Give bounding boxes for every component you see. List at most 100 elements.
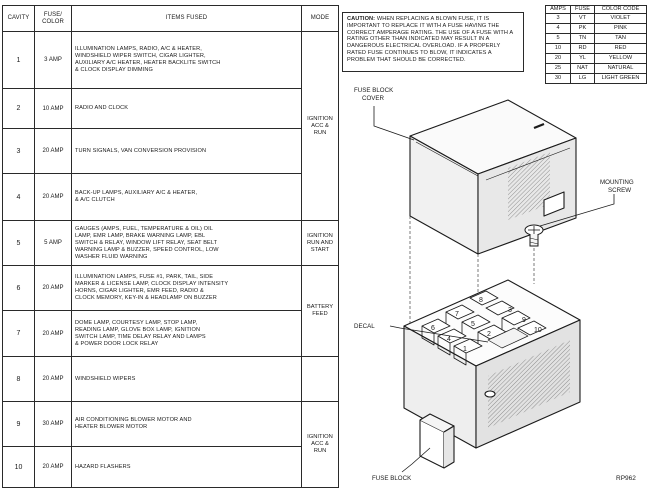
table-row: 2 10 AMP RADIO AND CLOCK [2,88,339,129]
color-name: RED [594,43,647,54]
items-fused: ILLUMINATION LAMPS, FUSE #1, PARK, TAIL,… [71,265,302,311]
reference-code: RP962 [616,475,636,482]
fuse-cavity-table: CAVITY FUSE/ COLOR ITEMS FUSED MODE 1 3 … [2,5,339,488]
table-row: 5 5 AMP GAUGES (AMPS, FUEL, TEMPERATURE … [2,220,339,266]
mode-line: IGNITION [307,434,333,440]
items-line: BACK-UP LAMPS, AUXILIARY A/C & HEATER, [75,190,198,196]
table-row: 3 VT VIOLET [545,13,647,24]
items-line: TURN SIGNALS, VAN CONVERSION PROVISION [75,147,207,154]
items-fused: DOME LAMP, COURTESY LAMP, STOP LAMP, REA… [71,310,302,357]
fuse-block-exploded-diagram: 6 4 1 7 5 2 8 3 9 10 FUSE BLOCK COVER MO… [354,87,636,482]
cavity-label: 5 [471,321,475,328]
items-line: HAZARD FLASHERS [75,463,131,470]
items-line: AUXILIARY A/C HEATER, HEATER BACKLITE SW… [75,60,221,66]
fuse-code: RD [570,43,595,54]
items-fused: AIR CONDITIONING BLOWER MOTOR AND HEATER… [71,401,302,447]
fuse-code: VT [570,13,595,24]
table-row: 7 20 AMP DOME LAMP, COURTESY LAMP, STOP … [2,310,339,357]
mode-line: FEED [312,311,328,317]
fuse-block-cover-drawing [409,99,577,255]
table-row: 4 PK PINK [545,23,647,34]
mode-line: BATTERY [306,304,334,310]
mode-battery-feed: BATTERY FEED [301,265,339,357]
items-line: SWITCH LAMP, TIME DELAY RELAY AND LAMPS [75,333,206,340]
table-row: 6 20 AMP ILLUMINATION LAMPS, FUSE #1, PA… [2,265,339,357]
fuse-table-header-row: CAVITY FUSE/ COLOR ITEMS FUSED MODE [2,5,339,32]
color-name: YELLOW [594,53,647,64]
cavity-number: 2 [2,88,35,129]
fuse-rating: 20 AMP [34,173,72,221]
table-row: 5 TN TAN [545,33,647,44]
cavity-number: 5 [2,220,35,266]
amps-value: 10 [545,43,571,54]
header-fuse: FUSE [570,5,595,14]
cavity-label: 10 [534,327,542,334]
cavity-number: 10 [2,446,35,488]
mode-empty [301,356,339,402]
caution-text: WHEN REPLACING A BLOWN FUSE, IT IS IMPOR… [347,16,513,63]
items-fused: BACK-UP LAMPS, AUXILIARY A/C & HEATER, &… [71,173,302,221]
mode-ignition-acc-run-2: IGNITION ACC & RUN [301,401,339,488]
items-fused: RADIO AND CLOCK [71,88,302,129]
color-name: VIOLET [594,13,647,24]
mode-line: RUN AND [306,239,334,246]
items-line: MARKER & LICENSE LAMP, CLOCK DISPLAY INT… [75,281,229,287]
cavity-number: 4 [2,173,35,221]
table-row: 10 20 AMP HAZARD FLASHERS [2,446,339,488]
items-line: CLOCK MEMORY, KEY-IN & HEADLAMP ON BUZZE… [75,295,217,301]
items-line: ILLUMINATION LAMPS, RADIO, A/C & HEATER, [75,46,202,52]
fuse-rating: 10 AMP [34,88,72,129]
fuse-code: YL [570,53,595,64]
cavity-label: 9 [522,317,526,324]
table-row: 1 3 AMP ILLUMINATION LAMPS, RADIO, A/C &… [2,31,339,221]
header-fuse-line-2: COLOR [42,18,64,25]
amps-value: 20 [545,53,571,64]
cavity-number: 3 [2,128,35,174]
items-line: AIR CONDITIONING BLOWER MOTOR AND [75,417,192,423]
header-color-code: COLOR CODE [594,5,647,14]
header-fuse-color: FUSE/ COLOR [34,5,72,32]
items-line: SWITCH & RELAY, WINDOW LIFT RELAY, SEAT … [75,239,218,246]
fuse-block-label: FUSE BLOCK [372,475,412,482]
header-items-fused: ITEMS FUSED [71,5,302,32]
header-cavity: CAVITY [2,5,35,32]
fuse-rating: 5 AMP [34,220,72,266]
items-line: WASHER FLUID WARNING [75,253,148,260]
table-row: 9 30 AMP AIR CONDITIONING BLOWER MOTOR A… [2,401,339,488]
items-fused: GAUGES (AMPS, FUEL, TEMPERATURE & OIL) O… [71,220,302,266]
table-row: 25 NAT NATURAL [545,63,647,74]
cavity-label: 7 [455,311,459,318]
items-fused: WINDSHIELD WIPERS [71,356,302,402]
mode-line: START [310,246,330,253]
items-line: WARNING LAMP & BUZZER, SPEED CONTROL, LO… [75,246,219,253]
amps-value: 3 [545,13,571,24]
fuse-rating: 20 AMP [34,356,72,402]
amps-value: 4 [545,23,571,34]
color-name: TAN [594,33,647,44]
amps-value: 5 [545,33,571,44]
cover-label-line-1: FUSE BLOCK [354,87,394,94]
fuse-rating: 3 AMP [34,31,72,89]
table-row: 20 YL YELLOW [545,53,647,64]
table-row: 8 20 AMP WINDSHIELD WIPERS [2,356,339,402]
table-row: 4 20 AMP BACK-UP LAMPS, AUXILIARY A/C & … [2,173,339,221]
table-row: 10 RD RED [545,43,647,54]
fuse-rating: 30 AMP [34,401,72,447]
items-line: HEATER BLOWER MOTOR [75,424,148,430]
items-fused: TURN SIGNALS, VAN CONVERSION PROVISION [71,128,302,174]
decal-label: DECAL [354,323,375,330]
fuse-rating: 20 AMP [34,310,72,357]
mode-line: IGNITION [307,115,333,122]
items-line: RADIO AND CLOCK [75,105,129,111]
cavity-label: 1 [463,346,467,353]
cavity-number-labels: 6 4 1 7 5 2 8 3 9 10 [431,297,542,353]
mode-line: ACC & RUN [311,122,329,136]
items-line: ILLUMINATION LAMPS, FUSE #1, PARK, TAIL,… [75,274,214,280]
color-name: PINK [594,23,647,34]
mode-ignition-run-start: IGNITION RUN AND START [301,220,339,266]
fuse-code: TN [570,33,595,44]
items-line: HORNS, CIGAR LIGHTER, EMR FEED, RADIO & [75,288,204,294]
caution-notice: CAUTION: WHEN REPLACING A BLOWN FUSE, IT… [342,12,524,72]
items-line: LAMP, EMR LAMP, BRAKE WARNING LAMP, EBL [75,232,206,239]
